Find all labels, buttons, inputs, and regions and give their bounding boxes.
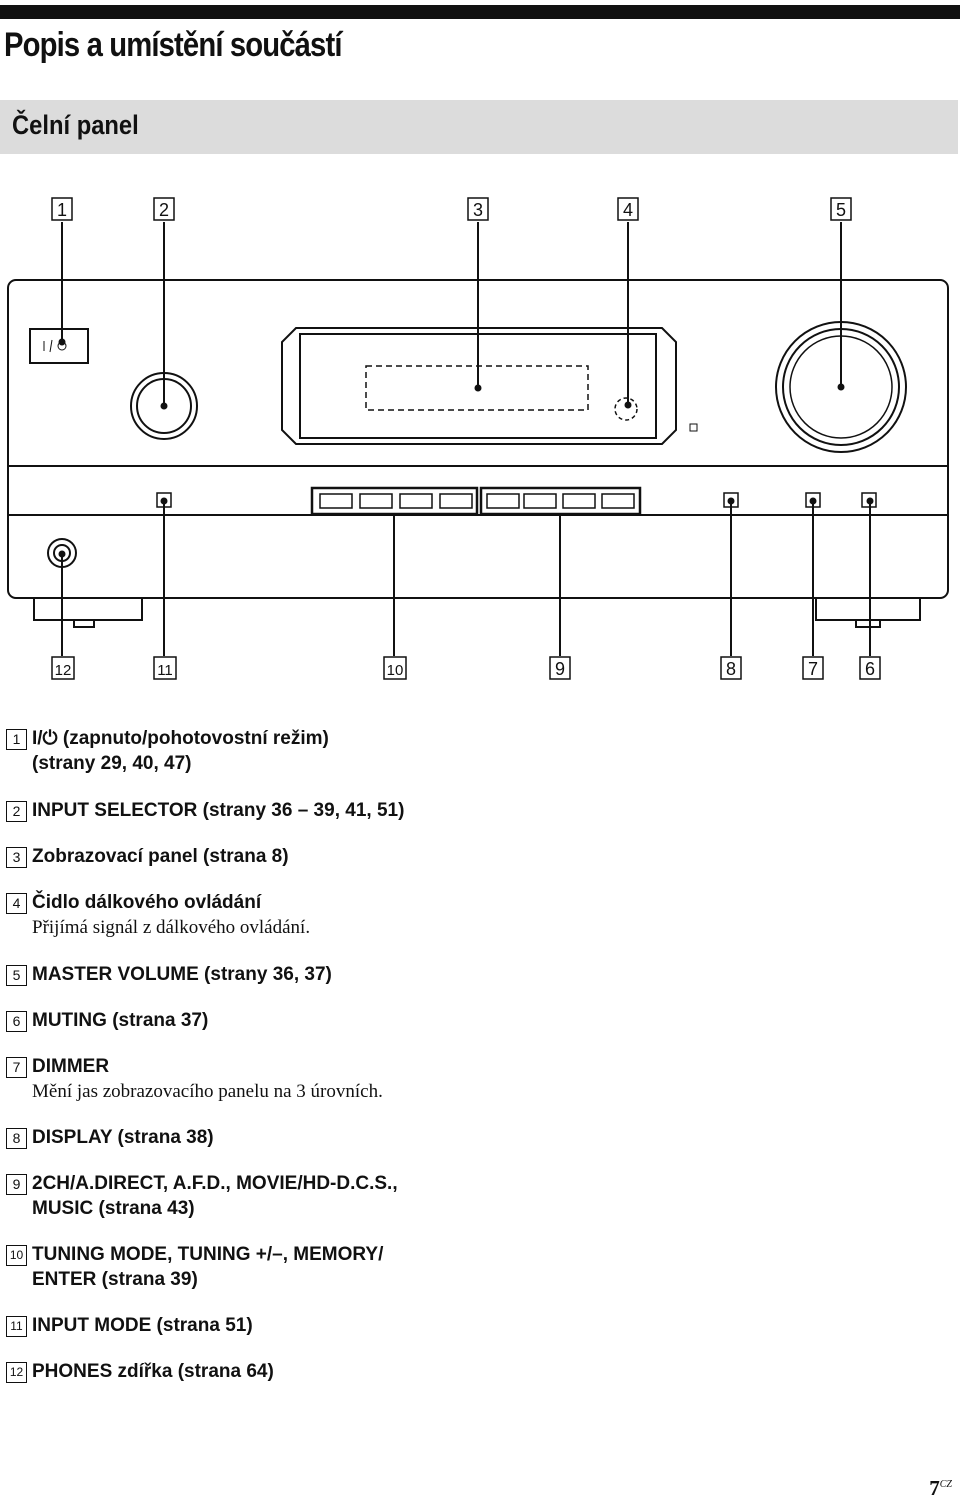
- item-number-box: 8: [6, 1128, 27, 1149]
- callout-7-number: 7: [808, 659, 818, 679]
- callout-10: [383, 656, 407, 680]
- left-foot: [33, 598, 143, 621]
- top-bar: [0, 5, 960, 19]
- callout-1-number: 1: [57, 200, 67, 220]
- callout-10-number: 10: [387, 662, 404, 679]
- callout-7: [802, 656, 824, 680]
- callout-12: [51, 656, 75, 680]
- tuning-button-group: [310, 486, 479, 516]
- item-number-box: 2: [6, 801, 27, 822]
- callout-8-number: 8: [726, 659, 736, 679]
- item-number-box: 1: [6, 729, 27, 750]
- item-number-box: 3: [6, 847, 27, 868]
- item-label: PHONES zdířka (strana 64): [32, 1361, 274, 1382]
- sound-field-button-group: [479, 486, 642, 516]
- callout-4: [617, 197, 639, 221]
- callout-2: [153, 197, 175, 221]
- item-label: DIMMER: [32, 1056, 110, 1077]
- item-label: MASTER VOLUME (strany 36, 37): [32, 964, 332, 985]
- callout-11: [153, 656, 177, 680]
- item-label-continued: MUSIC (strana 43): [32, 1198, 195, 1219]
- display-panel: [281, 327, 677, 445]
- page-title: Popis a umístění součástí: [4, 26, 342, 64]
- item-label: INPUT MODE (strana 51): [32, 1315, 253, 1336]
- callout-5-number: 5: [836, 200, 846, 220]
- callout-12-number: 12: [55, 662, 72, 679]
- item-number-box: 12: [6, 1362, 27, 1383]
- page-number-suffix: CZ: [939, 1479, 952, 1490]
- section-header: Čelní panel: [0, 100, 958, 154]
- item-description: Přijímá signál z dálkového ovládání.: [32, 917, 311, 938]
- page-number-value: 7: [929, 1476, 940, 1500]
- item-label: MUTING (strana 37): [32, 1010, 209, 1031]
- callout-8: [720, 656, 742, 680]
- callout-3: [467, 197, 489, 221]
- item-number-box: 5: [6, 965, 27, 986]
- callout-2-number: 2: [159, 200, 169, 220]
- item-label-continued: (strany 29, 40, 47): [32, 753, 192, 774]
- callout-1: [51, 197, 73, 221]
- item-label: Zobrazovací panel (strana 8): [32, 846, 289, 867]
- callout-5: [830, 197, 852, 221]
- item-number-box: 10: [6, 1245, 27, 1266]
- item-number-box: 11: [6, 1316, 27, 1337]
- item-label: DISPLAY (strana 38): [32, 1127, 214, 1148]
- page-number: 7CZ: [929, 1476, 952, 1501]
- item-label: TUNING MODE, TUNING +/–, MEMORY/: [32, 1244, 384, 1265]
- item-label-continued: ENTER (strana 39): [32, 1269, 198, 1290]
- section-title: Čelní panel: [12, 110, 139, 140]
- callout-6-number: 6: [865, 659, 875, 679]
- power-button: [29, 328, 89, 364]
- item-description: Mění jas zobrazovacího panelu na 3 úrovn…: [32, 1081, 383, 1102]
- item-number-box: 9: [6, 1174, 27, 1195]
- item-number-box: 4: [6, 893, 27, 914]
- item-number-box: 7: [6, 1057, 27, 1078]
- callout-11-number: 11: [157, 662, 173, 679]
- item-label: INPUT SELECTOR (strany 36 – 39, 41, 51): [32, 800, 405, 821]
- callout-3-number: 3: [473, 200, 483, 220]
- remote-sensor: [614, 397, 638, 421]
- right-foot: [815, 598, 921, 621]
- callout-9: [549, 656, 571, 680]
- item-label: 2CH/A.DIRECT, A.F.D., MOVIE/HD-D.C.S.,: [32, 1173, 398, 1194]
- item-number-box: 6: [6, 1011, 27, 1032]
- item-label: Čidlo dálkového ovládání: [32, 892, 262, 913]
- callout-9-number: 9: [555, 659, 565, 679]
- callout-6: [859, 656, 881, 680]
- callout-4-number: 4: [623, 200, 633, 220]
- front-panel-diagram: 1 2 3 4 5 12 11 10 9 8 7 6: [7, 197, 949, 680]
- item-label: I/⏻ (zapnuto/pohotovostní režim): [32, 728, 329, 749]
